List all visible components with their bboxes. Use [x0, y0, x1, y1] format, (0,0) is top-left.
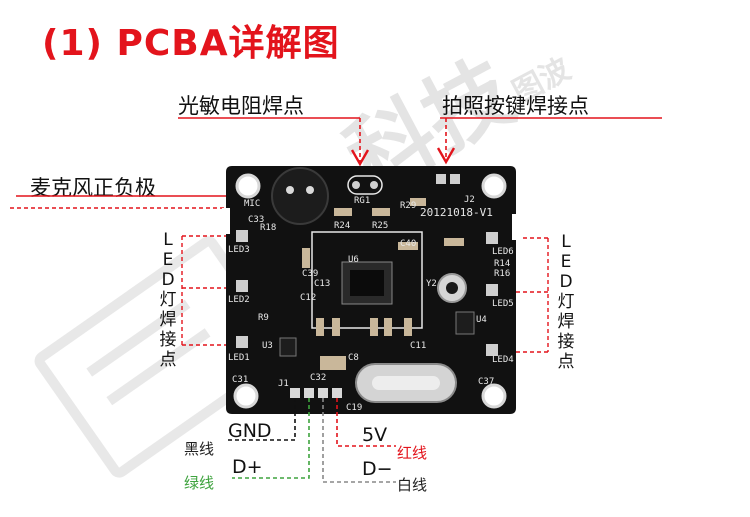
wire-5v-signal: 5V: [362, 424, 388, 446]
silk-r14: R14: [494, 259, 510, 269]
silk-led3: LED3: [228, 245, 250, 255]
silk-r24: R24: [334, 221, 350, 231]
silk-r25: R25: [372, 221, 388, 231]
callout-shutter-button: 拍照按键焊接点: [442, 94, 589, 118]
wire-gnd-signal: GND: [228, 420, 272, 442]
silk-r18: R18: [260, 223, 276, 233]
silkscreen: MIC RG1 R29 J2 20121018-V1 C33 R18 R24 R…: [228, 195, 514, 413]
silk-c32: C32: [310, 373, 326, 383]
silk-r9: R9: [258, 313, 269, 323]
silk-j1: J1: [278, 379, 289, 389]
silk-part-number: 20121018-V1: [420, 206, 493, 219]
silk-c12: C12: [300, 293, 316, 303]
silk-u6: U6: [348, 255, 359, 265]
wire-dminus-line: [322, 398, 396, 483]
wire-gnd-line: [228, 398, 296, 441]
callout-led-right: LED灯焊接点: [557, 232, 575, 372]
silk-c33: C33: [248, 215, 264, 225]
wire-dplus-line: [232, 398, 310, 479]
wire-5v-line: [336, 398, 396, 447]
silk-u4: U4: [476, 315, 487, 325]
silk-c8: C8: [348, 353, 359, 363]
silk-led4: LED4: [492, 355, 514, 365]
silk-c37: C37: [478, 377, 494, 387]
silk-y2: Y2: [426, 279, 437, 289]
wire-gnd-color: 黑线: [184, 440, 215, 458]
pcb-board: [222, 166, 520, 414]
wire-lines: [228, 398, 396, 483]
silk-c11: C11: [410, 341, 426, 351]
silk-c39: C39: [302, 269, 318, 279]
wire-5v-color: 红线: [397, 444, 428, 462]
silk-led6: LED6: [492, 247, 514, 257]
silk-u3: U3: [262, 341, 273, 351]
silk-c13: C13: [314, 279, 330, 289]
silk-led1: LED1: [228, 353, 250, 363]
silk-r16: R16: [494, 269, 510, 279]
silk-rg1: RG1: [354, 196, 370, 206]
wire-dminus-signal: D−: [362, 458, 393, 480]
callout-led-left: LED灯焊接点: [159, 230, 177, 370]
wire-dminus-color: 白线: [397, 476, 428, 494]
silk-c31: C31: [232, 375, 248, 385]
silk-led2: LED2: [228, 295, 250, 305]
wire-dplus-signal: D+: [232, 456, 263, 478]
silk-j2: J2: [464, 195, 475, 205]
wire-dplus-color: 绿线: [184, 474, 215, 492]
silk-c19: C19: [346, 403, 362, 413]
silk-r29: R29: [400, 201, 416, 211]
callout-lines: [10, 117, 662, 217]
silk-led5: LED5: [492, 299, 514, 309]
silk-c40: C40: [400, 239, 416, 249]
page-title: (1) PCBA详解图: [42, 23, 340, 64]
callout-photoresistor: 光敏电阻焊点: [178, 94, 304, 118]
silk-mic: MIC: [244, 199, 260, 209]
